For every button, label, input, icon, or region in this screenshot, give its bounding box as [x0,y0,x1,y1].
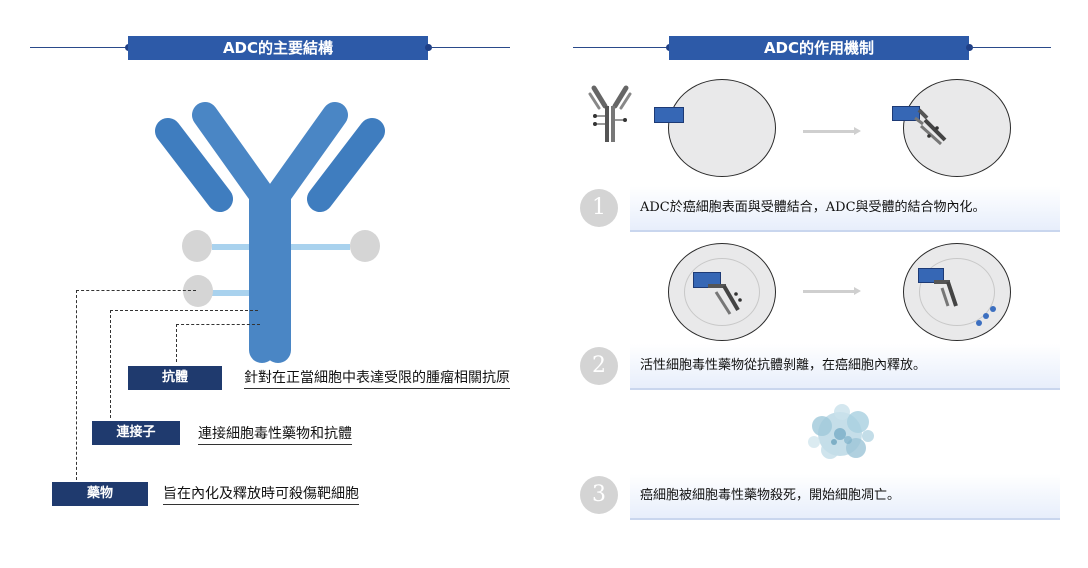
drug-payload-left-upper [182,230,212,262]
step-2-number: 2 [580,347,618,385]
receptor-step2b [918,268,944,283]
receptor-step1a [654,107,684,123]
cancer-cell-step1a [668,79,776,177]
desc-drug: 旨在內化及釋放時可殺傷靶細胞 [163,483,359,505]
antibody-outer-arm-right [307,118,385,212]
left-header-dot-right [425,44,432,51]
step-1-number: 1 [580,189,618,227]
drug-payload-right-upper [350,230,380,262]
right-panel-title: ADC的作用機制 [669,36,969,60]
adc-bound-step1b [914,108,947,146]
leader-line-linker-vertical [110,310,111,418]
antibody-heavy-chain-left [192,102,275,363]
left-header-rule-left [30,47,130,48]
receptor-step1b [892,106,920,121]
adc-icon [588,85,632,142]
cell-inner-ring-step2b [919,258,995,326]
antibody-heavy-chain-right [265,102,348,363]
desc-antibody: 針對在正當細胞中表達受限的腫瘤相關抗原 [244,367,510,389]
leader-line-antibody-vertical [176,324,177,362]
apoptotic-cell-fragments [808,404,874,459]
leader-line-drug-horizontal [76,290,196,291]
leader-line-drug-vertical [76,290,77,480]
arrow-step2 [803,287,861,295]
step-3-number: 3 [580,476,618,514]
arrow-step1 [803,127,861,135]
label-drug: 藥物 [52,482,148,506]
label-linker: 連接子 [92,421,180,445]
adc-internalized-step2a [708,284,742,315]
leader-line-antibody-horizontal [176,324,260,325]
antibody-diagram [155,102,385,363]
released-drug-dot-1 [990,306,996,312]
right-header-rule-right [971,47,1051,48]
left-header-rule-right [430,47,510,48]
right-header-dot-right [966,44,973,51]
released-drug-dot-2 [983,313,989,319]
step-2-text: 活性細胞毒性藥物從抗體剝離，在癌細胞內釋放。 [630,344,1060,390]
antibody-released-step2b [934,280,958,307]
label-antibody: 抗體 [128,366,222,390]
step-1-text: ADC於癌細胞表面與受體結合，ADC與受體的結合物內化。 [630,186,1060,232]
leader-line-linker-horizontal [110,310,258,311]
cell-inner-ring-step2a [684,258,760,326]
left-panel-title: ADC的主要結構 [128,36,428,60]
right-header-rule-left [573,47,673,48]
drug-payload-left-lower [183,275,213,307]
desc-linker: 連接細胞毒性藥物和抗體 [198,423,352,445]
released-drug-dot-3 [976,320,982,326]
step-3-text: 癌細胞被細胞毒性藥物殺死，開始細胞凋亡。 [630,474,1060,520]
antibody-outer-arm-left [155,118,233,212]
